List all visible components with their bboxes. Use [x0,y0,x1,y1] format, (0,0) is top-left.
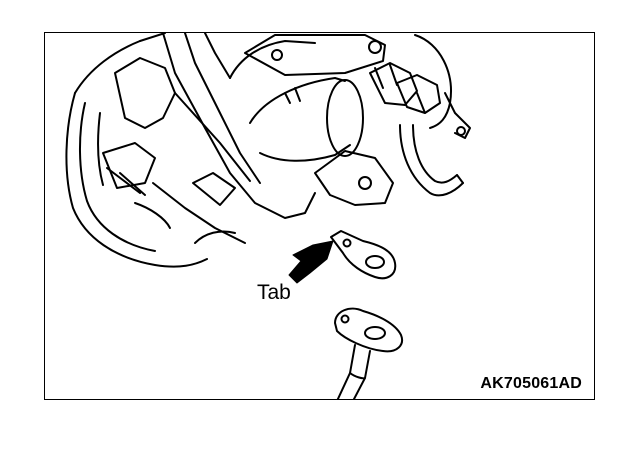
oil-pipe-gasket-icon [330,230,397,280]
oil-pipe-flange-icon [334,307,403,399]
tab-callout-label: Tab [257,281,291,304]
direction-arrow-icon [288,240,334,284]
figure-code: AK705061AD [480,375,582,392]
diagram-artwork [65,33,471,399]
diagram-frame: Tab AK705061AD [44,32,595,400]
turbocharger-housing-icon [65,33,471,268]
